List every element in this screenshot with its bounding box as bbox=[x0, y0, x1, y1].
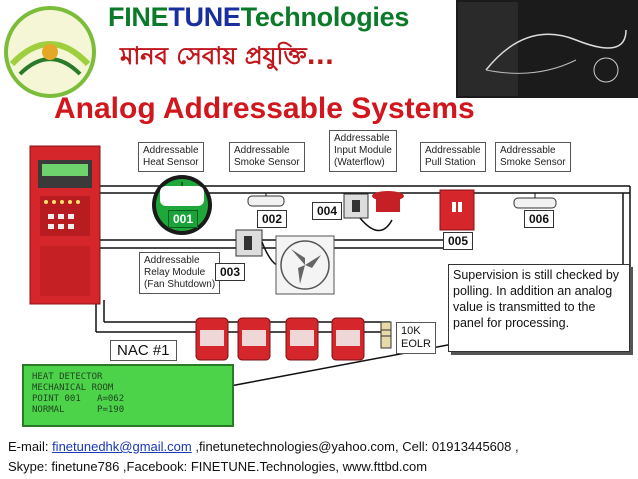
address-tag-002: 002 bbox=[257, 210, 288, 228]
footer-contact: E-mail: finetunedhk@gmail.com ,finetunet… bbox=[8, 437, 519, 477]
fire-alarm-panel bbox=[29, 145, 101, 305]
brand-name: FINETUNETechnologies bbox=[108, 2, 410, 32]
input-module-device bbox=[343, 193, 393, 232]
eolr-label: 10K EOLR bbox=[396, 322, 436, 354]
lcd-line-3: POINT 001 A=062 bbox=[32, 394, 125, 404]
address-tag-004: 004 bbox=[312, 202, 343, 220]
address-tag-003: 003 bbox=[215, 263, 246, 281]
address-tag-006: 006 bbox=[524, 210, 555, 228]
horn-strobe-1 bbox=[195, 317, 229, 361]
relay-module-label: Addressable Relay Module (Fan Shutdown) bbox=[139, 252, 221, 294]
promo-graphic bbox=[456, 0, 638, 98]
page-title: Analog Addressable Systems bbox=[54, 92, 475, 125]
email-link[interactable]: finetunedhk@gmail.com bbox=[52, 439, 192, 454]
smoke-sensor-2-device bbox=[513, 193, 557, 209]
smoke-sensor-2-label: Addressable Smoke Sensor bbox=[495, 142, 571, 172]
relay-module-device bbox=[235, 229, 293, 268]
input-module-label: Addressable Input Module (Waterflow) bbox=[329, 130, 397, 172]
lcd-line-1: HEAT DETECTOR bbox=[32, 372, 103, 382]
waterflow-valve bbox=[372, 191, 404, 212]
footer-line-1: E-mail: finetunedhk@gmail.com ,finetunet… bbox=[8, 439, 519, 454]
company-logo bbox=[2, 4, 98, 100]
nac-label: NAC #1 bbox=[110, 340, 177, 361]
fan-device bbox=[275, 235, 335, 295]
supervision-note: Supervision is still checked by polling.… bbox=[448, 264, 630, 352]
pull-station-device bbox=[439, 189, 475, 231]
smoke-sensor-label: Addressable Smoke Sensor bbox=[229, 142, 305, 172]
lcd-line-4: NORMAL P=190 bbox=[32, 405, 125, 415]
tagline: মানব সেবায় প্রযুক্তি... bbox=[120, 42, 334, 70]
horn-strobe-2 bbox=[237, 317, 271, 361]
horn-strobe-3 bbox=[285, 317, 319, 361]
lcd-line-2: MECHANICAL ROOM bbox=[32, 383, 114, 393]
pull-station-label: Addressable Pull Station bbox=[420, 142, 486, 172]
horn-strobe-4 bbox=[331, 317, 365, 361]
footer-line-2: Skype: finetune786 ,Facebook: FINETUNE.T… bbox=[8, 459, 428, 474]
eol-resistor bbox=[380, 321, 392, 349]
address-tag-001: 001 bbox=[168, 210, 199, 228]
heat-sensor-label: Addressable Heat Sensor bbox=[138, 142, 204, 172]
address-tag-005: 005 bbox=[443, 232, 474, 250]
smoke-sensor-device bbox=[247, 193, 285, 207]
